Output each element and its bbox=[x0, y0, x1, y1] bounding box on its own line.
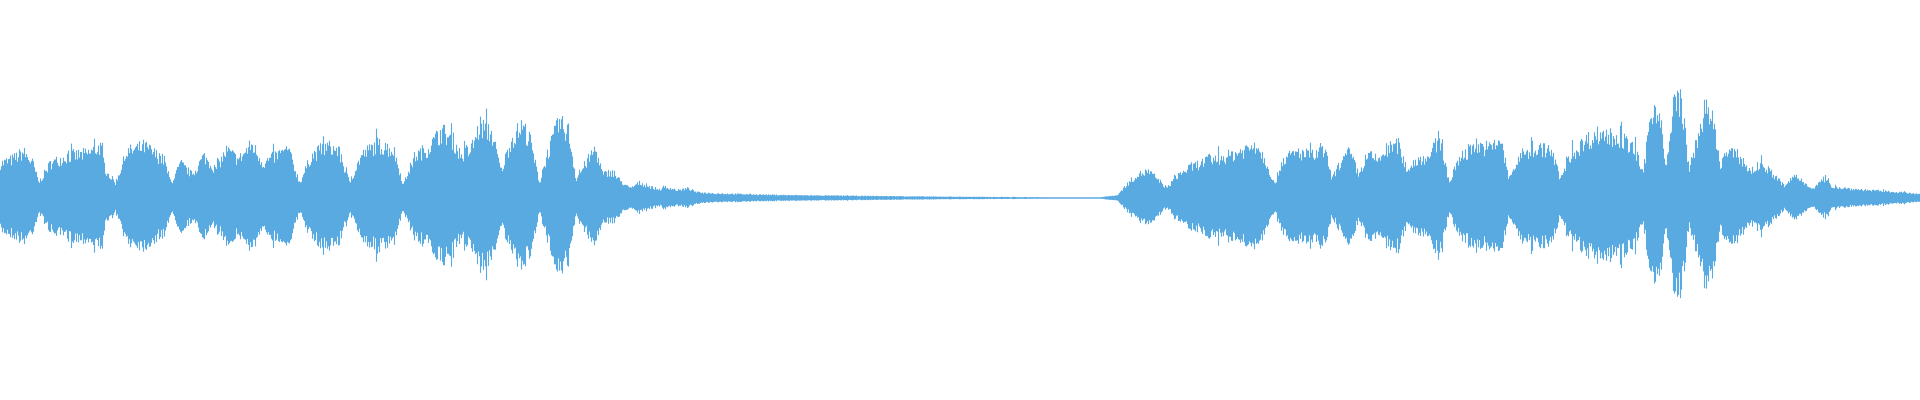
waveform-bars bbox=[0, 89, 1920, 299]
waveform-path bbox=[0, 89, 1920, 299]
